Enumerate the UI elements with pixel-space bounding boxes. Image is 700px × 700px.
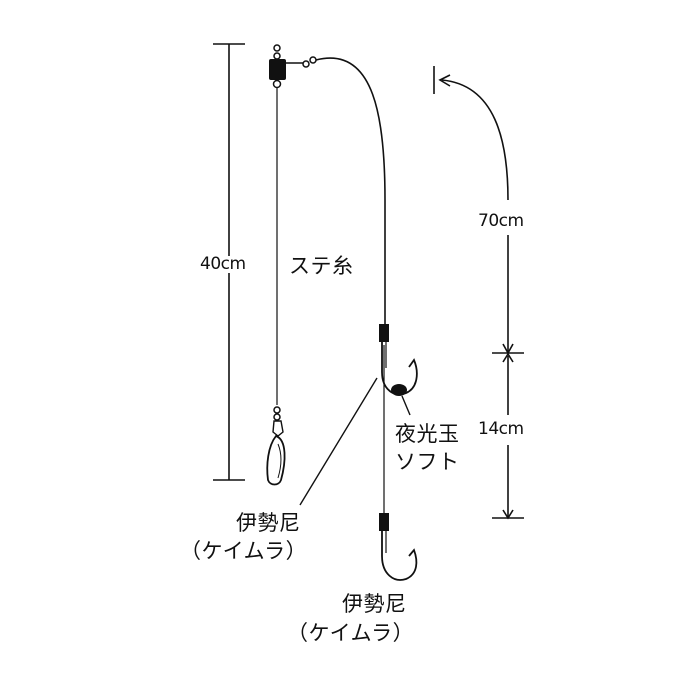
hook-lower-icon [381,531,418,581]
main-line [315,57,386,340]
bead-pointer [401,395,411,416]
label-hook-upper: 伊勢尼 [236,511,301,535]
sinker-icon [266,434,286,486]
label-sute-ito: ステ糸 [289,254,354,278]
hook-upper-icon [381,342,418,396]
label-14cm: 14cm [478,419,524,439]
label-40cm: 40cm [200,254,246,274]
hook-upper-pointer [299,377,378,506]
dimension-70cm [433,66,524,355]
sleeve-upper-icon [379,324,389,342]
dim-70cm-arc [441,79,509,201]
dimension-14cm [492,352,524,520]
luminous-bead-icon [391,384,407,396]
sute-ito-line [266,44,317,486]
snap-ring-icon [273,406,281,414]
swivel-icon [269,59,286,80]
label-luminous-bead: 夜光玉 [395,422,460,446]
label-hook-upper-keimura: （ケイムラ） [180,539,308,563]
label-luminous-bead-soft: ソフト [395,450,460,474]
sleeve-lower-icon [379,513,389,531]
label-70cm: 70cm [478,211,524,231]
swivel-ring-icon [273,44,281,52]
label-hook-lower-keimura: （ケイムラ） [287,621,415,645]
label-hook-lower: 伊勢尼 [342,592,407,616]
